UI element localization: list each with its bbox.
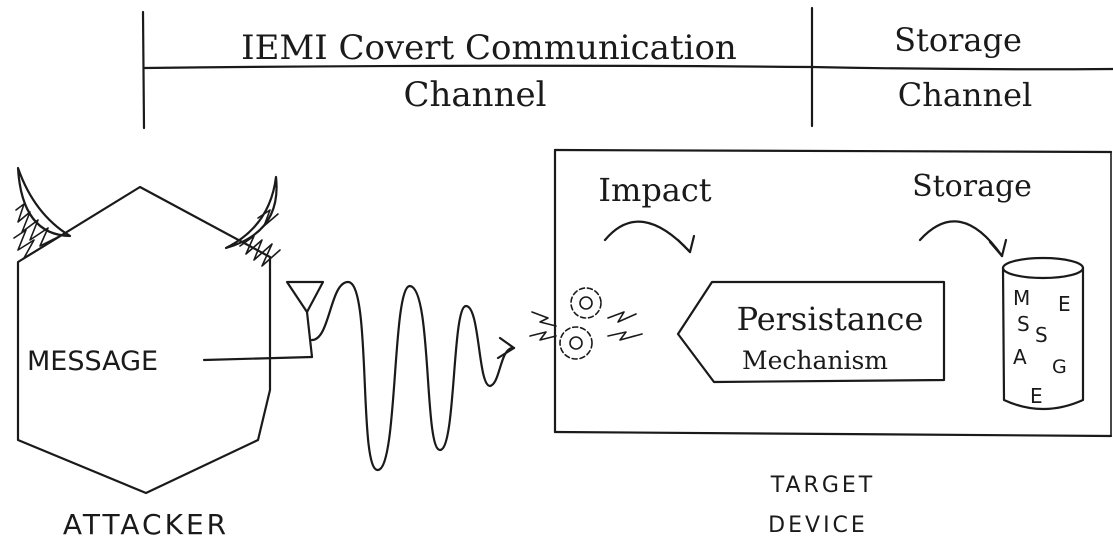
persistence-mechanism-shape xyxy=(676,280,946,384)
persistence-mechanism: Persistance Mechanism xyxy=(676,280,946,384)
impact-arrow xyxy=(603,220,696,254)
attacker-left-horn xyxy=(13,166,72,259)
iemi-channel-title-line1: IEMI Covert Communication xyxy=(241,28,737,68)
signal-arrowhead xyxy=(496,336,516,360)
iemi-channel-title-line2: Channel xyxy=(404,75,547,115)
storage-letter-m: M xyxy=(1013,286,1030,310)
antenna-icon xyxy=(285,280,325,359)
storage-arrow xyxy=(918,220,1008,258)
storage-letter-s2: S xyxy=(1035,323,1048,347)
persistence-label-line1: Persistance xyxy=(737,300,924,338)
persistence-label-line2: Mechanism xyxy=(742,346,888,375)
target-device-box xyxy=(553,148,1113,438)
attacker-hexagon xyxy=(16,185,272,495)
storage-letter-e1: E xyxy=(1058,292,1071,316)
target-caption-line1: TARGET xyxy=(770,473,875,498)
storage-letter-s1: S xyxy=(1017,312,1030,336)
attacker-message-label: MESSAGE xyxy=(27,346,158,377)
storage-letter-g: G xyxy=(1052,356,1067,378)
header-horizontal-rule xyxy=(143,64,1113,71)
storage-letter-e2: E xyxy=(1030,384,1043,408)
impact-sparks-icon xyxy=(529,311,643,341)
header-left-divider xyxy=(141,10,146,130)
attacker-caption: ATTACKER xyxy=(63,508,229,541)
storage-channel-title-line2: Channel xyxy=(898,76,1033,114)
header-table: IEMI Covert Communication Channel Storag… xyxy=(141,6,1113,130)
gears-icon xyxy=(559,287,602,360)
impact-label: Impact xyxy=(598,171,711,209)
iemi-signal-wave xyxy=(310,280,514,472)
target-caption-line2: DEVICE xyxy=(768,513,868,538)
storage-database-icon: M E S S A G E xyxy=(1001,256,1085,411)
attacker-right-horn xyxy=(224,175,281,267)
storage-label: Storage xyxy=(912,169,1032,204)
storage-channel-title-line1: Storage xyxy=(894,21,1022,59)
storage-letter-a: A xyxy=(1013,345,1027,369)
attacker: MESSAGE ATTACKER xyxy=(13,166,325,541)
message-wire xyxy=(202,355,314,362)
